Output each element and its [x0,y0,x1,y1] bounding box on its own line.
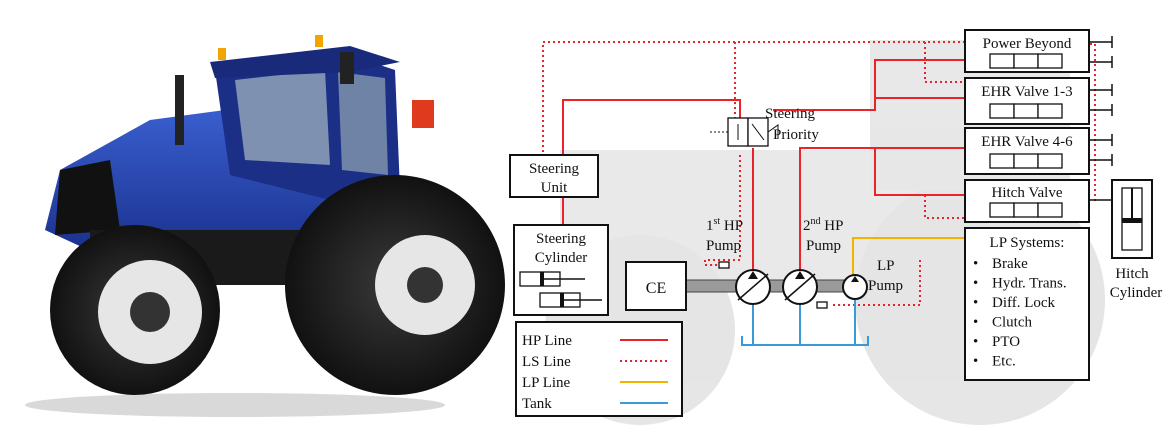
lp-systems-bullet: • [973,276,978,292]
ehr-valve-4-6-symbol [989,153,1063,169]
lp-pump-symbol [842,274,868,300]
power-beyond-valve-symbol [989,53,1063,69]
hitch-valve-label: Hitch Valve [992,185,1063,201]
ehr-valve-1-3-symbol [989,103,1063,119]
hitch-cylinder-label-2: Cylinder [1110,285,1163,301]
cab-window-side [338,72,388,175]
steering-priority-label-1: Steering [765,106,815,122]
lp-systems-item: Brake [992,256,1028,272]
beacon-left [218,48,226,60]
tractor-shadow [25,393,445,417]
diagram-panel: CE 1st HP Pump 2nd HP Pump LP Pump [505,2,1165,430]
cab-window-front [235,70,330,165]
steering-unit-label-2: Unit [541,180,569,196]
ehr-valve-4-6-box: EHR Valve 4-6 [964,127,1090,175]
lp-systems-bullet: • [973,354,978,370]
front-hub [130,292,170,332]
steering-priority-label-2: Priority [773,127,819,143]
steering-cylinder-label-1: Steering [536,231,586,247]
ehr-valve-4-6-label: EHR Valve 4-6 [981,134,1073,150]
ce-box: CE [625,261,687,311]
lp-systems-bullet: • [973,334,978,350]
mirror [340,52,354,84]
exhaust-pipe [175,75,184,145]
hp-lines [562,59,965,275]
hitch-valve-symbol [989,202,1063,218]
tank-lines [741,300,869,346]
lp-systems-bullet: • [973,256,978,272]
ce-label: CE [646,280,666,297]
lp-systems-bullet: • [973,295,978,311]
power-beyond-box: Power Beyond [964,29,1090,73]
ehr-valve-1-3-box: EHR Valve 1-3 [964,77,1090,125]
hp-pump-1-label: 1st HP [706,216,743,234]
lp-systems-list: • Brake • Hydr. Trans. • Diff. Lock • Clutch • PT… [973,256,1067,370]
tractor-grille [55,160,120,235]
hp-pump-2-pump-label: Pump [806,238,841,254]
lp-pump-label-1: LP [877,258,895,274]
legend-label: LS Line [522,354,571,370]
ehr-valve-1-3-label: EHR Valve 1-3 [981,84,1072,100]
steering-cylinder-symbol-2 [539,292,602,308]
lp-pump-label-2: Pump [868,278,903,294]
port-symbols [1089,36,1113,166]
legend-label: LP Line [522,375,571,391]
pump-2-actuator [816,301,828,309]
power-beyond-label: Power Beyond [983,36,1072,52]
lp-line [852,237,965,275]
lp-systems-item: Hydr. Trans. [992,276,1067,292]
lp-systems-bullet: • [973,315,978,331]
legend-label: Tank [522,396,552,412]
hitch-cylinder-symbol [1089,179,1153,259]
steering-cylinder-label-2: Cylinder [535,250,588,266]
hp-pump-1-symbol [735,269,771,305]
hitch-valve-box: Hitch Valve [964,179,1090,223]
rear-hub [407,267,443,303]
lp-systems-title: LP Systems: [990,235,1065,251]
legend-label: HP Line [522,333,572,349]
steering-unit-box: Steering Unit [509,154,599,198]
lp-systems-item: Etc. [992,354,1016,370]
lp-systems-item: PTO [992,334,1020,350]
pump-1-actuator [718,261,730,269]
hitch-cylinder-label-1: Hitch [1115,266,1149,282]
steering-cylinder-box: Steering Cylinder [513,224,609,316]
lp-systems-item: Clutch [992,315,1032,331]
tractor-image [25,35,505,417]
hp-pump-2-symbol [782,269,818,305]
beacon-right [315,35,323,47]
lp-systems-item: Diff. Lock [992,295,1056,311]
hp-pump-1-pump-label: Pump [706,238,741,254]
hp-pump-2-label: 2nd HP [803,216,843,234]
steering-cylinder-symbol-1 [519,271,585,287]
lp-systems-box: LP Systems: • Brake • Hydr. Trans. • Diff. Lo… [964,227,1090,381]
steering-priority-valve [710,117,779,147]
steering-unit-label-1: Steering [529,161,579,177]
warning-plate [412,100,434,128]
